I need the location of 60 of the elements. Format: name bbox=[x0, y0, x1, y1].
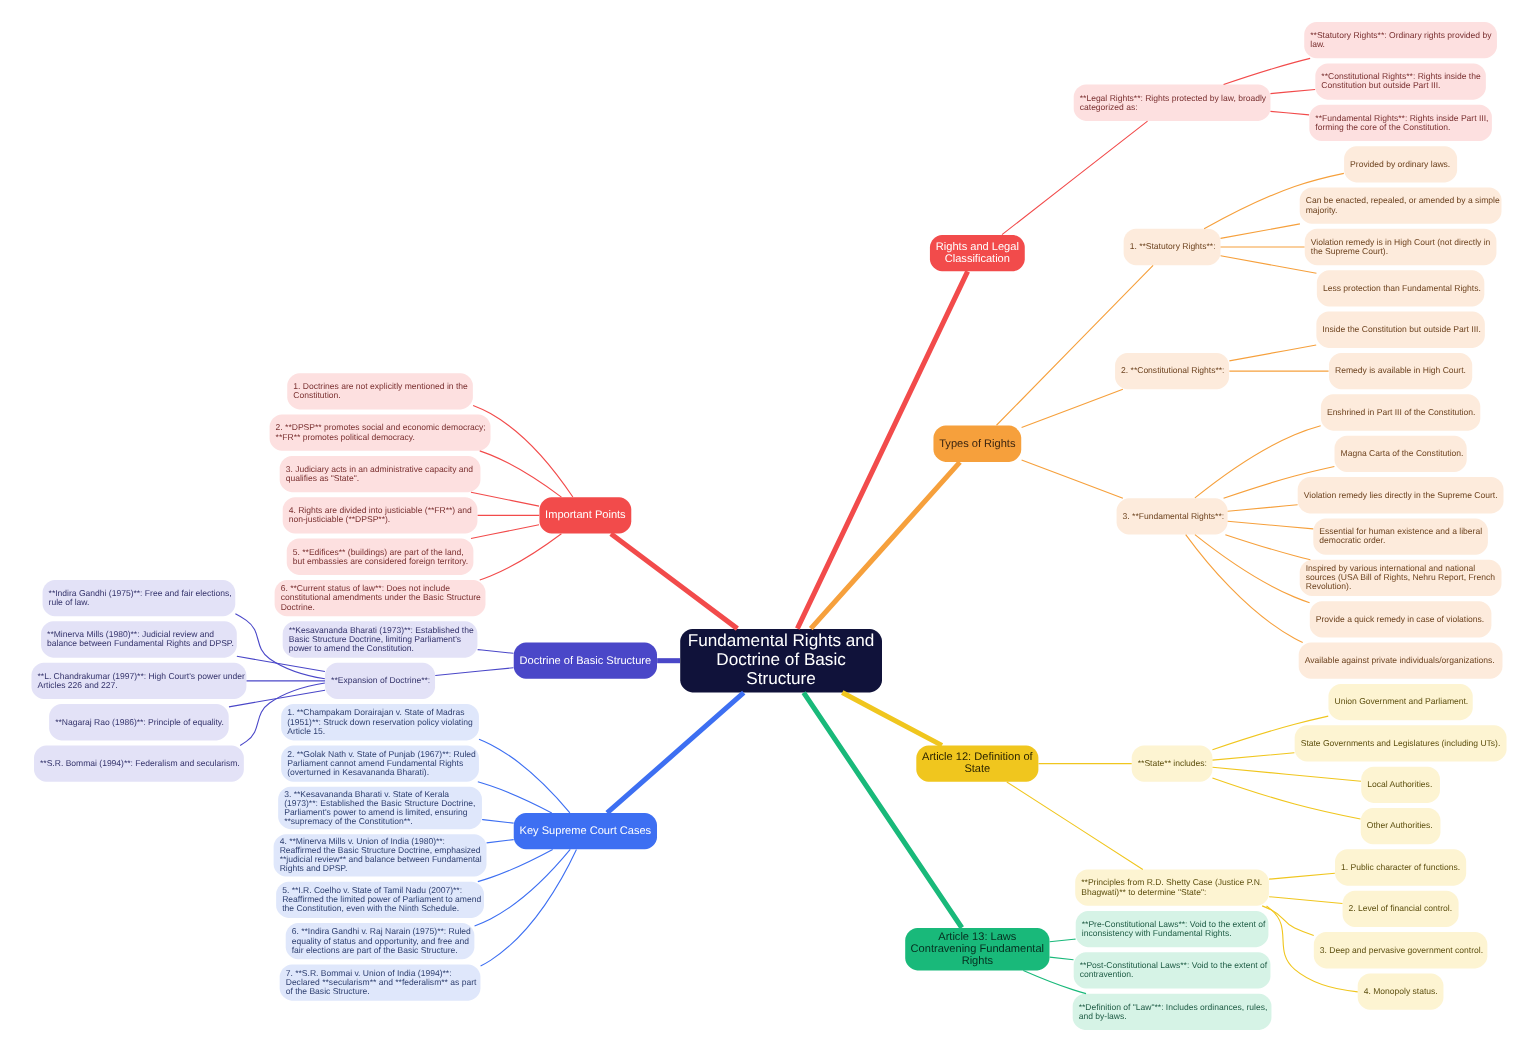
connector bbox=[1226, 519, 1313, 529]
connector bbox=[1193, 533, 1310, 603]
connector bbox=[238, 681, 325, 745]
connector bbox=[1222, 464, 1334, 498]
connector bbox=[1210, 765, 1361, 781]
connector bbox=[1193, 424, 1321, 498]
connector bbox=[807, 459, 961, 630]
connector bbox=[1210, 751, 1294, 760]
connector bbox=[1222, 56, 1310, 85]
connector bbox=[1020, 387, 1123, 428]
connector bbox=[1260, 904, 1314, 936]
connector bbox=[1227, 343, 1316, 361]
connector bbox=[1000, 119, 1148, 235]
connector bbox=[1219, 222, 1300, 238]
connector bbox=[1227, 369, 1329, 371]
connector bbox=[1264, 904, 1358, 992]
connector bbox=[1202, 171, 1344, 229]
node-box: Fundamental Rights and Doctrine of Basic Structure bbox=[679, 627, 881, 692]
connector bbox=[1210, 776, 1361, 819]
connector bbox=[485, 838, 514, 843]
connector bbox=[476, 847, 553, 882]
connector bbox=[480, 817, 514, 823]
connector bbox=[478, 449, 561, 497]
connector bbox=[476, 780, 552, 813]
connector bbox=[1210, 714, 1328, 750]
connector bbox=[1021, 968, 1086, 994]
connector bbox=[604, 689, 745, 814]
connector bbox=[1037, 762, 1132, 764]
connector bbox=[794, 269, 969, 629]
connector bbox=[471, 403, 573, 497]
connector bbox=[1219, 254, 1316, 273]
connector bbox=[840, 689, 943, 747]
connector bbox=[1005, 780, 1143, 870]
connector bbox=[1020, 458, 1123, 498]
connector bbox=[1226, 503, 1298, 511]
connector bbox=[479, 848, 576, 966]
connector bbox=[1184, 533, 1303, 643]
connector bbox=[477, 737, 570, 813]
connector bbox=[1048, 955, 1074, 960]
connector bbox=[1223, 533, 1310, 560]
connector bbox=[478, 532, 561, 580]
connector bbox=[1268, 109, 1309, 115]
connector bbox=[476, 648, 514, 653]
connector bbox=[233, 612, 325, 679]
connector bbox=[656, 657, 679, 663]
connector bbox=[994, 263, 1153, 425]
connector bbox=[800, 690, 963, 929]
connector bbox=[433, 666, 514, 676]
connector bbox=[469, 523, 539, 539]
connector bbox=[1268, 87, 1315, 94]
connector bbox=[469, 490, 539, 506]
connector bbox=[1267, 895, 1342, 904]
connector bbox=[235, 654, 325, 672]
connector bbox=[608, 530, 738, 630]
connector bbox=[476, 513, 539, 515]
connector bbox=[245, 679, 325, 681]
connector bbox=[1267, 871, 1335, 879]
connector bbox=[1048, 937, 1076, 942]
connector bbox=[227, 688, 325, 707]
connector bbox=[473, 847, 570, 926]
